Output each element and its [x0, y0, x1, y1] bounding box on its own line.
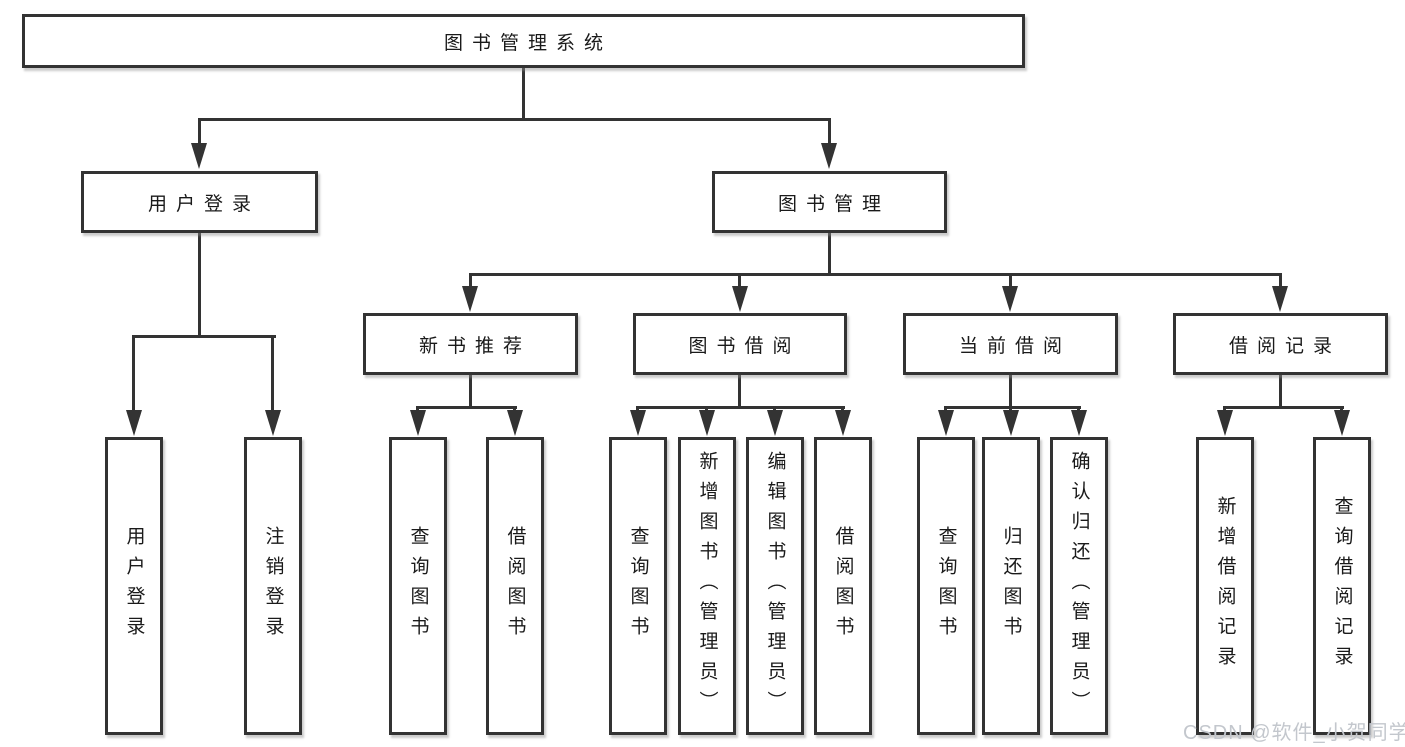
- leaf-query-books-3: 查询图书: [917, 437, 975, 735]
- arrowhead-icon: [191, 143, 207, 169]
- arrowhead-icon: [1002, 286, 1018, 312]
- leaf-confirm-return-admin: 确认归还（管理员）: [1050, 437, 1108, 735]
- connector-line: [469, 275, 472, 288]
- node-user-login: 用户登录: [81, 171, 318, 233]
- arrowhead-icon: [1071, 410, 1087, 436]
- arrowhead-icon: [732, 286, 748, 312]
- leaf-query-borrow-record: 查询借阅记录: [1313, 437, 1371, 735]
- connector-line: [828, 232, 831, 275]
- arrowhead-icon: [1334, 410, 1350, 436]
- arrowhead-icon: [1003, 410, 1019, 436]
- connector-line: [271, 337, 274, 412]
- leaf-query-books-1: 查询图书: [389, 437, 447, 735]
- leaf-borrow-books-1: 借阅图书: [486, 437, 544, 735]
- arrowhead-icon: [1272, 286, 1288, 312]
- connector-line: [132, 337, 135, 412]
- node-book-management: 图书管理: [712, 171, 947, 233]
- connector-line: [738, 275, 741, 288]
- arrowhead-icon: [265, 410, 281, 436]
- connector-line: [738, 374, 741, 408]
- connector-line: [828, 120, 831, 145]
- node-new-book-recommend: 新书推荐: [363, 313, 578, 375]
- leaf-add-borrow-record: 新增借阅记录: [1196, 437, 1254, 735]
- leaf-query-books-2: 查询图书: [609, 437, 667, 735]
- connector-line: [469, 374, 472, 408]
- connector-line: [469, 273, 1282, 276]
- arrowhead-icon: [126, 410, 142, 436]
- arrowhead-icon: [410, 410, 426, 436]
- leaf-borrow-books-2: 借阅图书: [814, 437, 872, 735]
- connector-line: [132, 335, 276, 338]
- arrowhead-icon: [1217, 410, 1233, 436]
- arrowhead-icon: [699, 410, 715, 436]
- connector-line: [1279, 275, 1282, 288]
- connector-line: [522, 67, 525, 120]
- arrowhead-icon: [938, 410, 954, 436]
- node-book-borrow: 图书借阅: [633, 313, 847, 375]
- leaf-return-books: 归还图书: [982, 437, 1040, 735]
- arrowhead-icon: [767, 410, 783, 436]
- node-current-borrow: 当前借阅: [903, 313, 1118, 375]
- leaf-logout: 注销登录: [244, 437, 302, 735]
- connector-line: [198, 120, 201, 145]
- arrowhead-icon: [835, 410, 851, 436]
- connector-line: [1009, 374, 1012, 408]
- connector-line: [1279, 374, 1282, 408]
- connector-line: [198, 118, 831, 121]
- csdn-watermark: CSDN @软件_小贺同学: [1183, 722, 1405, 744]
- arrowhead-icon: [462, 286, 478, 312]
- node-borrow-records: 借阅记录: [1173, 313, 1388, 375]
- connector-line: [944, 406, 1081, 409]
- leaf-user-login: 用户登录: [105, 437, 163, 735]
- node-root-system: 图书管理系统: [22, 14, 1025, 68]
- connector-line: [416, 406, 517, 409]
- leaf-add-books-admin: 新增图书（管理员）: [678, 437, 736, 735]
- connector-line: [1223, 406, 1344, 409]
- connector-line: [636, 406, 845, 409]
- connector-line: [1009, 275, 1012, 288]
- arrowhead-icon: [507, 410, 523, 436]
- arrowhead-icon: [821, 143, 837, 169]
- connector-line: [198, 232, 201, 337]
- arrowhead-icon: [630, 410, 646, 436]
- leaf-edit-books-admin: 编辑图书（管理员）: [746, 437, 804, 735]
